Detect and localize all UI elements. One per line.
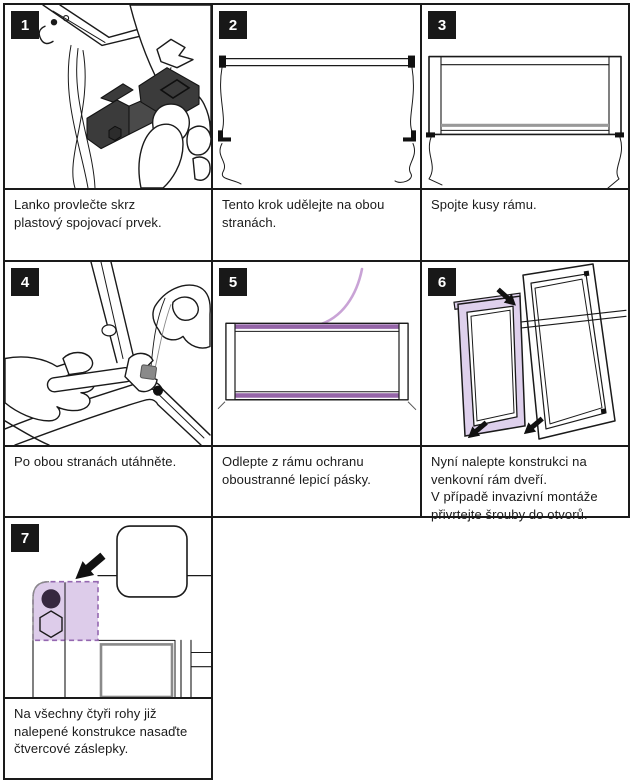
step-3-illustration: 3	[422, 5, 628, 188]
step-5-illustration: 5	[213, 262, 420, 445]
step-7-caption: Na všechny čtyři rohy již nalepené konst…	[5, 697, 211, 778]
peel-liner-top	[315, 267, 364, 327]
step-number: 2	[228, 16, 238, 34]
step-number-badge: 4	[11, 268, 39, 296]
step-6-illustration: 6	[422, 262, 628, 445]
stick-frame-to-door-drawing	[432, 263, 627, 440]
step-2-illustration: 2	[213, 5, 420, 188]
corner-cap-highlight	[32, 580, 99, 642]
tighten-with-wrench-drawing	[5, 262, 211, 445]
tape-strip-top	[235, 324, 399, 329]
screw-hole	[41, 589, 61, 609]
step-7-illustration: 7	[5, 518, 211, 697]
step-2-caption: Tento krok udělejte na obou stranách.	[213, 188, 420, 260]
arrow-icon	[496, 287, 516, 306]
door-frame	[481, 263, 627, 440]
step-panel-3: 3 Spojte kusy rámu.	[420, 3, 630, 262]
bar-with-cords-drawing	[218, 55, 416, 185]
step-number: 6	[437, 273, 447, 291]
hand-holding-wrench	[5, 351, 95, 445]
step-6-caption: Nyní nalepte konstrukci na venkovní rám …	[422, 445, 628, 522]
corner-cap-drawing	[32, 525, 211, 697]
step-4-caption: Po obou stranách utáhněte.	[5, 445, 211, 516]
step-1-illustration: 1	[5, 5, 211, 188]
step-number-badge: 6	[428, 268, 456, 296]
step-number: 1	[20, 16, 30, 34]
hex-socket	[39, 610, 63, 639]
cord-through-connector-drawing	[38, 5, 211, 188]
step-panel-4: 4	[3, 260, 213, 518]
step-panel-6: 6	[420, 260, 630, 522]
tape-strip-bottom	[235, 393, 399, 398]
hand-pulling-cord	[150, 284, 211, 369]
step-panel-5: 5 Odlepte z rámu ochranu oboustranné lep…	[211, 260, 422, 518]
step-number-badge: 1	[11, 11, 39, 39]
step-number: 3	[437, 16, 447, 34]
joined-frame-drawing	[426, 55, 624, 188]
cord-hook-right	[403, 130, 416, 142]
step-panel-7: 7	[3, 516, 213, 780]
step-number-badge: 7	[11, 524, 39, 552]
arrow-icon	[75, 552, 106, 580]
step-number: 5	[228, 273, 238, 291]
frame	[225, 322, 409, 401]
step-3-caption: Spojte kusy rámu.	[422, 188, 628, 260]
screw-hole	[153, 385, 163, 396]
step-panel-2: 2 Tento krok udělejte na obou stra	[211, 3, 422, 262]
thumb	[138, 123, 184, 188]
step-number: 7	[20, 529, 30, 547]
arrow-icon	[467, 420, 488, 439]
step-number-badge: 2	[219, 11, 247, 39]
frame	[428, 55, 622, 136]
plastic-connector	[86, 67, 200, 150]
arrow-icon	[523, 416, 544, 435]
step-number-badge: 3	[428, 11, 456, 39]
nut	[139, 364, 157, 380]
taped-frame	[453, 292, 526, 437]
step-number-badge: 5	[219, 268, 247, 296]
step-5-caption: Odlepte z rámu ochranu oboustranné lepic…	[213, 445, 420, 516]
step-number: 4	[20, 273, 30, 291]
peel-tape-drawing	[217, 267, 417, 411]
frame-bar	[221, 57, 413, 67]
step-4-illustration: 4	[5, 262, 211, 445]
step-1-caption: Lanko provlečte skrz plastový spojovací …	[5, 188, 211, 260]
square-cap	[116, 525, 188, 598]
step-panel-1: 1	[3, 3, 213, 262]
cord-hook-left	[218, 130, 231, 142]
